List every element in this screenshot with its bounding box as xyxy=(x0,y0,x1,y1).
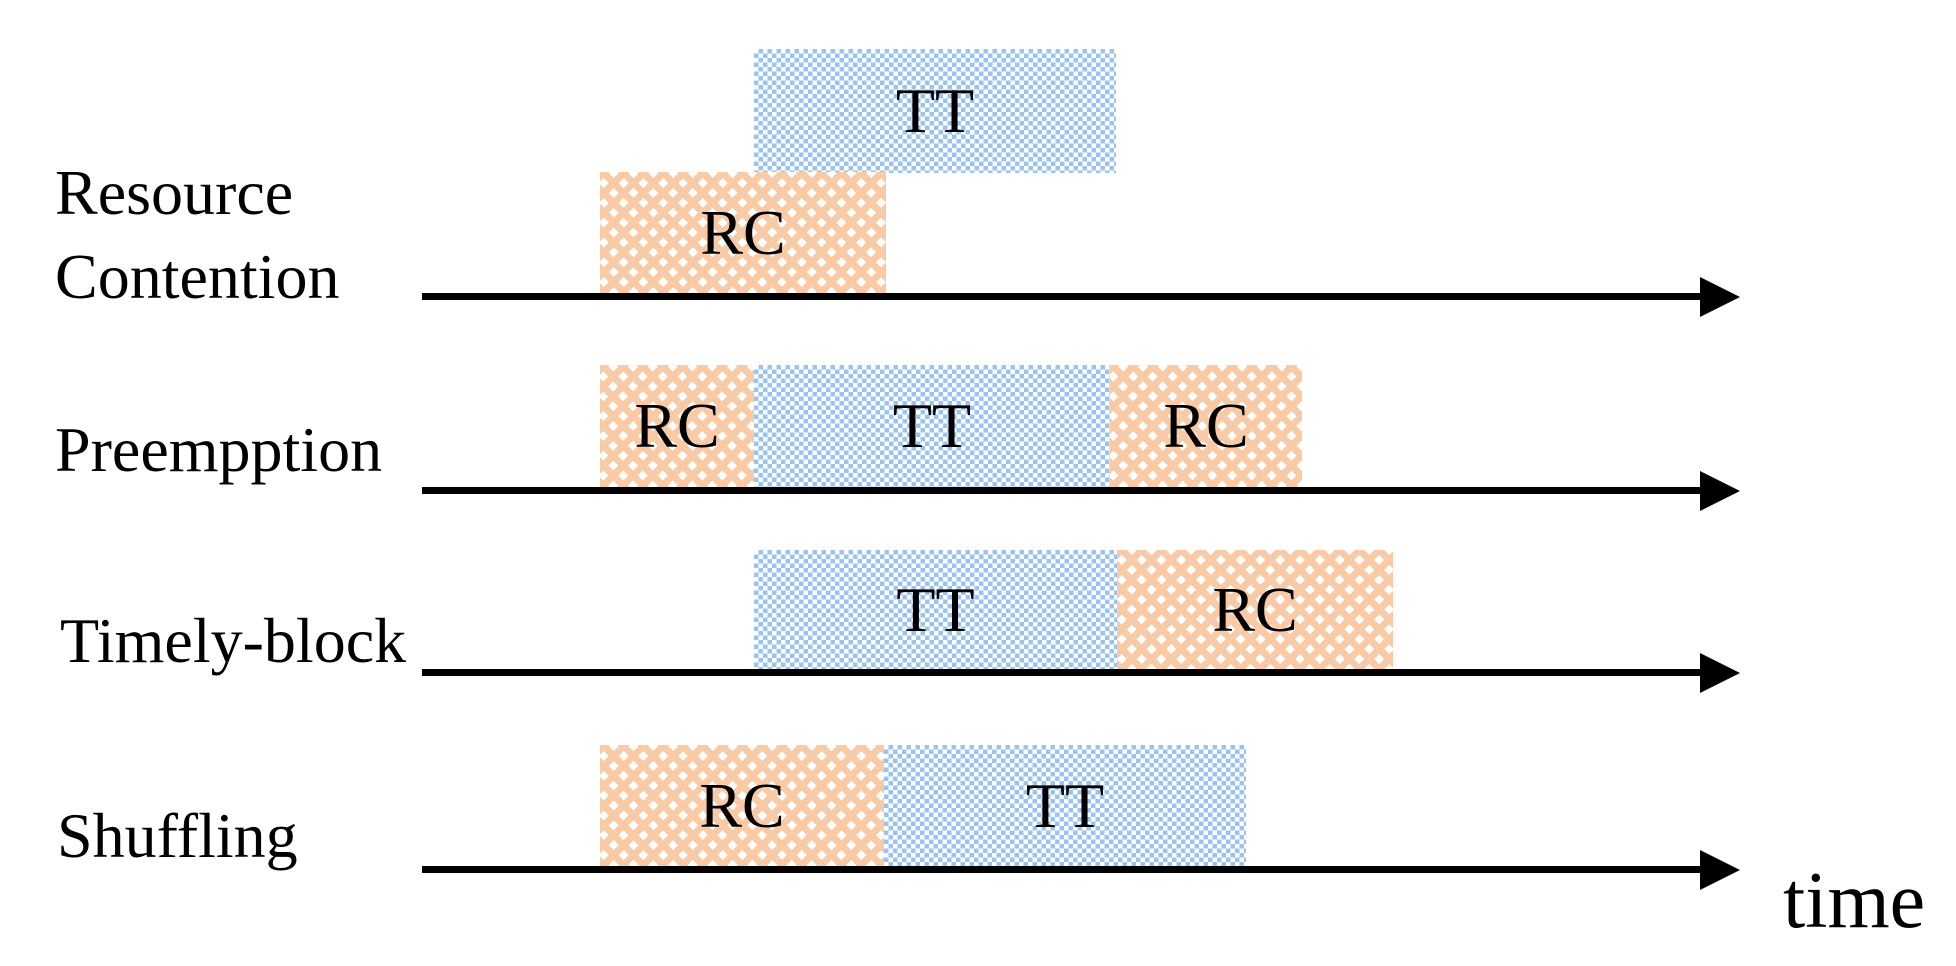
rc-block: RC xyxy=(600,172,886,293)
rc-block: RC xyxy=(1110,365,1302,487)
timeline-axis xyxy=(422,849,1740,890)
arrowhead-icon xyxy=(1700,276,1740,317)
tt-block-label: TT xyxy=(895,75,975,146)
tt-block-label: TT xyxy=(896,573,975,645)
row-label-resource-contention: Resource Contention xyxy=(55,151,339,319)
rc-block-label: RC xyxy=(1163,390,1249,461)
tt-block: TT xyxy=(754,550,1117,669)
rc-block: RC xyxy=(1117,550,1393,669)
rc-block: RC xyxy=(600,745,884,866)
timeline-axis xyxy=(422,276,1740,317)
rc-block-label: RC xyxy=(1212,573,1298,645)
rc-block: RC xyxy=(600,365,754,487)
row-label-line: Resource xyxy=(55,157,294,228)
timeline-axis xyxy=(422,470,1740,511)
rc-block-label: RC xyxy=(699,769,785,841)
row-label-shuffling: Shuffling xyxy=(57,800,298,871)
row-label-preempption: Preempption xyxy=(55,414,383,485)
time-axis-label: time xyxy=(1783,857,1926,945)
arrowhead-icon xyxy=(1700,652,1740,693)
tt-block: TT xyxy=(884,745,1246,866)
rc-block-label: RC xyxy=(700,196,786,268)
timeline-axis xyxy=(422,652,1740,693)
tt-block-label: TT xyxy=(1025,769,1105,841)
tt-block: TT xyxy=(754,365,1110,487)
row-label-timely-block: Timely-block xyxy=(60,605,407,676)
row-label-line: Contention xyxy=(55,241,340,312)
arrowhead-icon xyxy=(1700,849,1740,890)
tt-block-label: TT xyxy=(892,390,972,461)
rc-block-label: RC xyxy=(634,390,720,461)
tt-block: TT xyxy=(754,49,1116,173)
arrowhead-icon xyxy=(1700,470,1740,511)
